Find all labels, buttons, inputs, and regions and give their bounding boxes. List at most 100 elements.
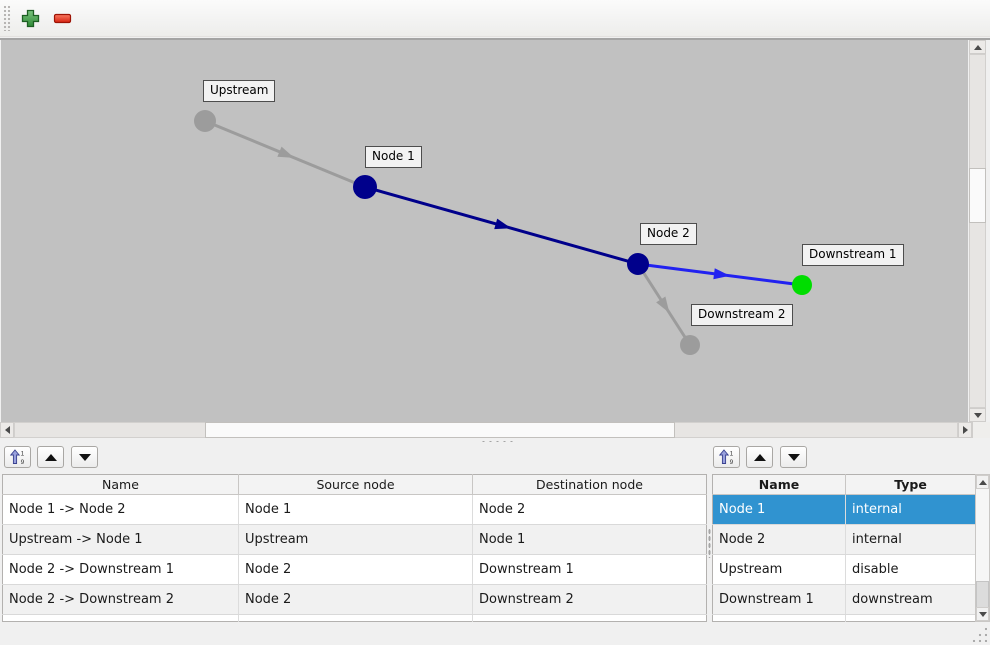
down-triangle-icon [78, 453, 91, 461]
edge-arrow-icon [713, 268, 730, 280]
edge-source-cell[interactable]: Upstream [238, 524, 473, 555]
splitter-grip-icon [708, 528, 711, 558]
edge-arrow-icon [656, 296, 670, 313]
node-type-cell[interactable]: internal [845, 524, 976, 555]
edge-name-cell[interactable]: Upstream -> Node 1 [2, 524, 239, 555]
empty-cell [712, 614, 846, 622]
node-label-downstream-1[interactable]: Downstream 1 [802, 244, 904, 266]
edge-source-cell[interactable]: Node 2 [238, 584, 473, 615]
node-label-downstream-2[interactable]: Downstream 2 [691, 304, 793, 326]
empty-cell [472, 614, 707, 622]
graph-node-node-2[interactable] [627, 253, 649, 275]
horizontal-splitter[interactable] [0, 438, 990, 444]
scrollbar-track[interactable] [969, 54, 986, 408]
edge-name-cell[interactable]: Node 1 -> Node 2 [2, 494, 239, 525]
scrollbar-thumb[interactable] [976, 581, 989, 609]
svg-text:9: 9 [729, 459, 733, 465]
svg-text:9: 9 [20, 459, 24, 465]
canvas-horizontal-scrollbar [0, 422, 972, 438]
up-arrow-icon [973, 44, 982, 50]
scrollbar-thumb[interactable] [969, 168, 986, 223]
remove-button[interactable] [51, 8, 73, 28]
node-name-cell[interactable]: Node 1 [712, 494, 846, 525]
node-label-upstream[interactable]: Upstream [203, 80, 276, 102]
node-label-node-2[interactable]: Node 2 [640, 223, 697, 245]
graph-node-upstream[interactable] [194, 110, 216, 132]
left-arrow-icon [4, 426, 10, 434]
node-label-node-1[interactable]: Node 1 [365, 146, 422, 168]
node-header-type[interactable]: Type [845, 474, 976, 495]
edge-source-cell[interactable]: Node 2 [238, 554, 473, 585]
plus-icon [21, 9, 39, 27]
edge-arrow-icon [494, 218, 512, 230]
canvas-top-border [0, 38, 990, 40]
edge-sort-button[interactable]: 1 9 [4, 446, 31, 468]
edge-header-source[interactable]: Source node [238, 474, 473, 495]
scrollbar-corner [972, 422, 990, 438]
toolbar-drag-handle[interactable] [3, 5, 11, 31]
down-arrow-icon [973, 412, 982, 418]
scrollbar-thumb[interactable] [205, 422, 675, 438]
empty-row [2, 614, 707, 622]
node-move-up-button[interactable] [746, 446, 773, 468]
add-button[interactable] [19, 8, 41, 28]
node-move-down-button[interactable] [780, 446, 807, 468]
edge-move-up-button[interactable] [37, 446, 64, 468]
splitter-grip-icon [480, 440, 516, 443]
empty-cell [845, 614, 976, 622]
edge-destination-cell[interactable]: Downstream 1 [472, 554, 707, 585]
node-name-cell[interactable]: Node 2 [712, 524, 846, 555]
minus-icon [53, 13, 71, 23]
node-sort-button[interactable]: 1 9 [713, 446, 740, 468]
scroll-down-button[interactable] [976, 607, 989, 621]
edge-table: Name Source node Destination node Node 1… [2, 474, 707, 622]
sort-ascending-icon: 1 9 [9, 449, 24, 465]
edge-name-cell[interactable]: Node 2 -> Downstream 2 [2, 584, 239, 615]
scroll-down-button[interactable] [969, 408, 986, 422]
window-resize-grip[interactable] [970, 625, 987, 642]
edge-name-cell[interactable]: Node 2 -> Downstream 1 [2, 554, 239, 585]
node-name-cell[interactable]: Downstream 1 [712, 584, 846, 615]
down-triangle-icon [787, 453, 800, 461]
graph-node-downstream-1[interactable] [792, 275, 812, 295]
node-type-cell[interactable]: downstream [845, 584, 976, 615]
edge-destination-cell[interactable]: Node 2 [472, 494, 707, 525]
scroll-right-button[interactable] [958, 422, 972, 438]
scroll-up-button[interactable] [976, 475, 989, 489]
edge-header-destination[interactable]: Destination node [472, 474, 707, 495]
node-table-header-row: Name Type [712, 474, 976, 495]
graph-node-node-1[interactable] [353, 175, 377, 199]
svg-text:1: 1 [20, 450, 24, 457]
edge-source-cell[interactable]: Node 1 [238, 494, 473, 525]
vertical-splitter[interactable] [706, 444, 712, 622]
canvas-vertical-scrollbar [969, 40, 986, 422]
empty-row [712, 614, 976, 622]
node-name-cell[interactable]: Upstream [712, 554, 846, 585]
empty-cell [238, 614, 473, 622]
scroll-left-button[interactable] [0, 422, 14, 438]
graph-node-downstream-2[interactable] [680, 335, 700, 355]
edge-destination-cell[interactable]: Downstream 2 [472, 584, 707, 615]
node-header-name[interactable]: Name [712, 474, 846, 495]
edge-destination-cell[interactable]: Node 1 [472, 524, 707, 555]
edge-header-name[interactable]: Name [2, 474, 239, 495]
right-arrow-icon [962, 426, 968, 434]
graph-svg [194, 110, 812, 355]
status-strip [0, 622, 990, 645]
node-type-cell[interactable]: disable [845, 554, 976, 585]
node-type-cell[interactable]: internal [845, 494, 976, 525]
empty-cell [2, 614, 239, 622]
scroll-up-button[interactable] [969, 40, 986, 54]
edge-move-down-button[interactable] [71, 446, 98, 468]
